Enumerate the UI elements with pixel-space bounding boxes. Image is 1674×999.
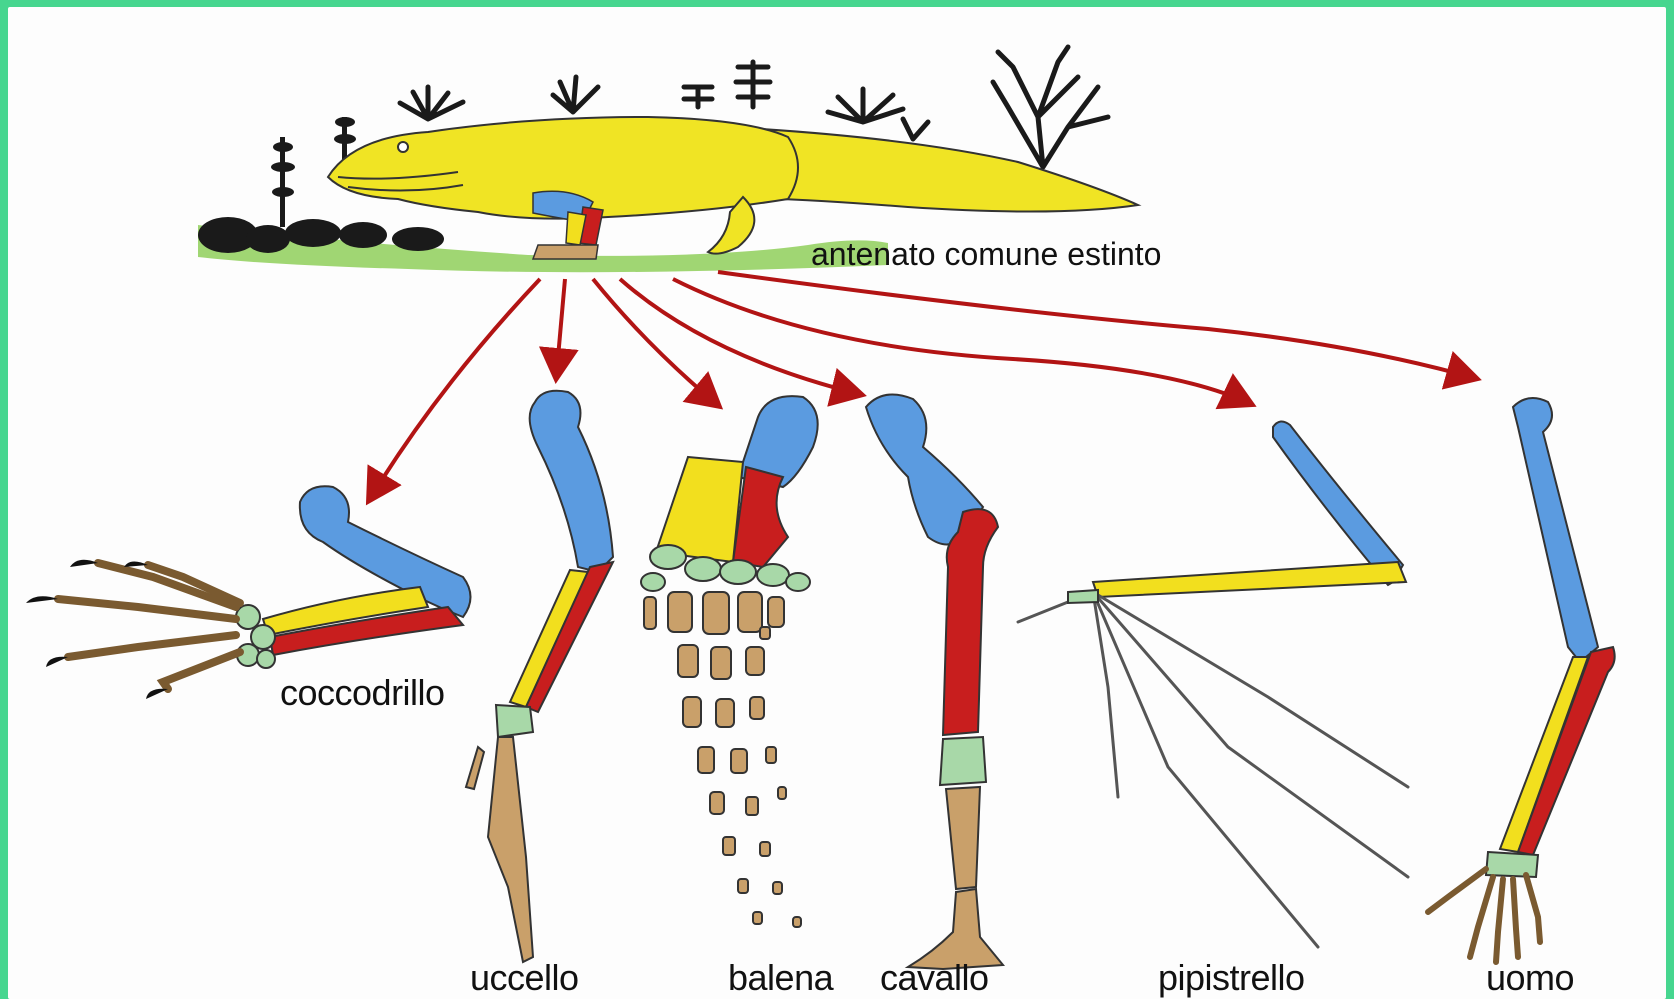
ancestor-forelimb: [533, 191, 603, 259]
limb-crocodile: [26, 486, 471, 699]
bird-carpals: [496, 705, 533, 737]
label-bat: pipistrello: [1158, 957, 1305, 999]
label-human: uomo: [1486, 957, 1574, 999]
bird-humerus: [530, 391, 613, 572]
crocodile-carpals: [236, 605, 275, 668]
limb-bird: [466, 391, 613, 962]
human-carpals: [1486, 852, 1538, 877]
whale-phalanges: [644, 592, 801, 927]
ancestor-label: antenato comune estinto: [811, 236, 1161, 272]
human-digits: [1428, 869, 1540, 962]
arrow-to-whale: [593, 279, 720, 407]
limb-human: [1428, 398, 1615, 962]
horse-carpals: [940, 737, 986, 785]
bat-radius: [1093, 562, 1406, 597]
horse-ulna: [943, 509, 998, 735]
label-horse: cavallo: [880, 957, 989, 999]
arrow-to-human: [718, 272, 1478, 379]
limb-whale: [641, 396, 818, 927]
label-crocodile: coccodrillo: [280, 672, 445, 714]
human-humerus: [1513, 398, 1598, 662]
homology-diagram: antenato comune estinto: [8, 7, 1666, 999]
horse-metacarpal: [946, 787, 980, 889]
arrow-to-bat: [673, 279, 1253, 405]
crocodile-digits: [58, 563, 240, 689]
bird-digits: [466, 737, 533, 962]
label-whale: balena: [728, 957, 833, 999]
crocodile-claws: [26, 560, 168, 699]
limb-bat: [1018, 421, 1408, 947]
diagram-canvas: antenato comune estinto: [8, 7, 1666, 999]
arrow-to-horse: [620, 279, 863, 395]
bat-humerus: [1273, 421, 1403, 585]
arrow-to-bird: [556, 279, 565, 380]
label-bird: uccello: [470, 957, 579, 999]
limb-horse: [866, 395, 1003, 970]
arrow-to-crocodile: [368, 279, 540, 502]
bat-fingers: [1018, 592, 1408, 947]
